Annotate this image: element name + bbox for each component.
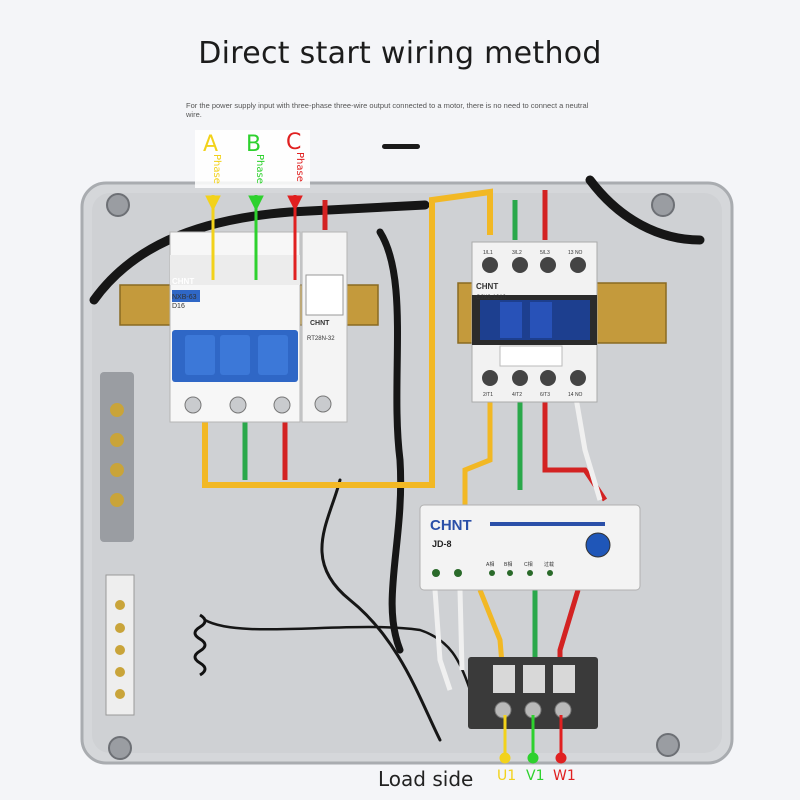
phase-b-arrow <box>248 195 264 280</box>
contactor-top-terminals: 1/L1 3/L2 5/L3 13 NO <box>483 250 583 256</box>
phase-a-letter: A <box>203 132 219 157</box>
contactor-terminal-bottom: 6/T3 <box>540 392 550 398</box>
relay-indicator: A相 <box>486 561 494 568</box>
page-title: Direct start wiring method <box>198 36 602 71</box>
load-side-label: Load side <box>378 767 474 791</box>
breaker-brand: CHNT <box>172 277 194 286</box>
relay-indicator: B相 <box>504 561 512 568</box>
relay-brand: CHNT <box>430 517 472 534</box>
output-v1-marker <box>527 715 539 764</box>
motor-protector <box>419 504 641 591</box>
phase-b-label: B Phase <box>246 132 265 184</box>
contactor-terminal-top: 1/L1 <box>483 250 493 256</box>
contactor-terminal-bottom: 2/T1 <box>483 392 493 398</box>
contactor-terminal-top: 13 NO <box>568 250 583 256</box>
page-subtitle: For the power supply input with three-ph… <box>186 101 589 119</box>
relay-indicator-labels: A相 B相 C相 过载 <box>486 561 554 568</box>
output-u1-label: U1 <box>497 768 517 784</box>
output-w1-marker <box>555 715 567 764</box>
relay-indicator: 过载 <box>544 561 554 568</box>
output-terminal-block <box>468 657 598 729</box>
breaker-model: NXB-63 <box>172 294 197 301</box>
small-breaker-model: RT28N-32 <box>307 336 335 342</box>
contactor <box>471 241 598 403</box>
relay-model: JD-8 <box>432 539 452 549</box>
relay-indicator: C相 <box>524 561 533 568</box>
phase-a-arrow <box>205 195 221 280</box>
neutral-terminal-strip <box>105 574 135 716</box>
ground-busbar <box>100 372 134 542</box>
phase-c-arrow <box>287 195 303 280</box>
contactor-terminal-bottom: 4/T2 <box>512 392 522 398</box>
divider-bar <box>382 144 420 149</box>
phase-b-word: Phase <box>254 154 265 184</box>
output-u1-marker <box>499 715 511 764</box>
output-v1-label: V1 <box>526 768 545 784</box>
main-breaker <box>169 231 301 423</box>
fuse-holder <box>301 231 348 423</box>
phase-a-label: A Phase <box>203 132 222 184</box>
output-w1-label: W1 <box>553 768 576 784</box>
phase-c-letter: C <box>286 130 302 155</box>
contactor-terminal-top: 5/L3 <box>540 250 550 256</box>
contactor-brand: CHNT <box>476 282 498 291</box>
phase-b-letter: B <box>246 132 262 157</box>
small-breaker-brand: CHNT <box>310 320 330 327</box>
phase-a-word: Phase <box>211 154 222 184</box>
phase-c-word: Phase <box>294 152 305 182</box>
breaker-rating: D16 <box>172 303 185 310</box>
contactor-model: CJX2-1210 <box>476 295 507 301</box>
contactor-terminal-bottom: 14 NO <box>568 392 583 398</box>
mounting-screws <box>106 193 680 760</box>
contactor-bottom-terminals: 2/T1 4/T2 6/T3 14 NO <box>483 392 583 398</box>
contactor-terminal-top: 3/L2 <box>512 250 522 256</box>
phase-c-label: C Phase <box>286 130 305 182</box>
coiled-cord <box>193 613 207 677</box>
